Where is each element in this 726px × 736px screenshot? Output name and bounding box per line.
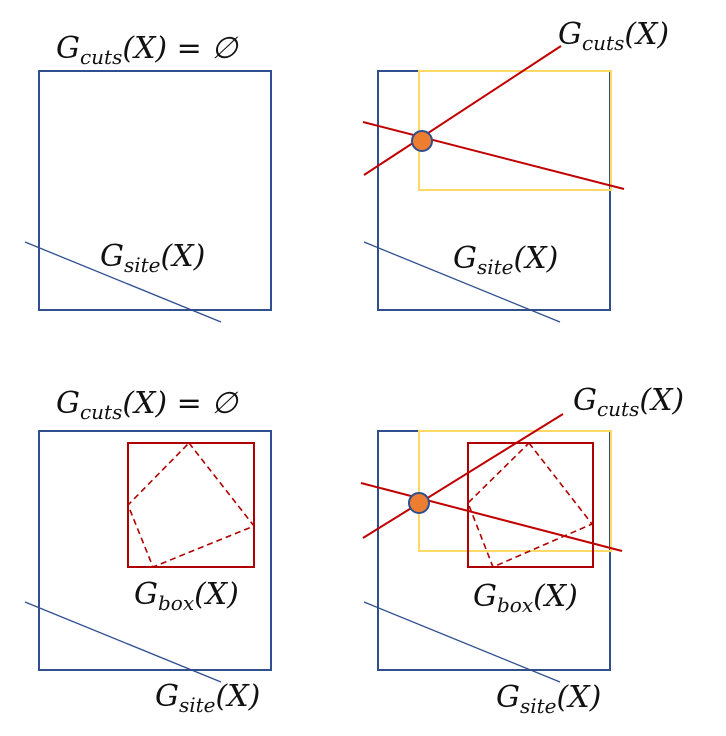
cut-line-2	[360, 482, 623, 552]
label-cuts-empty: Gcuts(X) = ∅	[56, 31, 239, 69]
site-line	[363, 601, 561, 683]
cut-region-box	[418, 70, 612, 191]
site-line	[24, 601, 222, 683]
intersection-point	[411, 130, 433, 152]
panel-bottom-left: Gcuts(X) = ∅ Gbox(X) Gsite(X)	[24, 386, 272, 717]
panel-bottom-right: Gcuts(X) Gbox(X) Gsite(X)	[360, 383, 684, 718]
cut-line-2	[362, 121, 625, 190]
label-cuts: Gcuts(X)	[573, 383, 684, 421]
label-site: Gsite(X)	[100, 239, 205, 277]
site-box	[38, 70, 272, 311]
label-box: Gbox(X)	[473, 579, 578, 617]
cut-region-box	[418, 430, 612, 552]
label-cuts: Gcuts(X)	[558, 17, 669, 55]
rotated-box-dashed	[127, 441, 256, 569]
site-box	[38, 430, 272, 671]
panel-top-left: Gcuts(X) = ∅ Gsite(X)	[24, 31, 272, 323]
site-line	[24, 241, 222, 323]
label-box: Gbox(X)	[134, 577, 239, 615]
cut-line-1	[363, 45, 562, 176]
rotated-box-dashed	[467, 441, 594, 569]
panel-top-right: Gcuts(X) Gsite(X)	[362, 17, 669, 323]
label-site: Gsite(X)	[155, 679, 260, 717]
label-site: Gsite(X)	[453, 241, 558, 279]
bounding-box	[467, 442, 594, 568]
label-site: Gsite(X)	[496, 680, 601, 718]
label-cuts-empty: Gcuts(X) = ∅	[56, 386, 239, 424]
cut-line-1	[362, 413, 564, 539]
site-line	[363, 241, 561, 323]
bounding-box	[127, 442, 255, 568]
intersection-point	[408, 492, 430, 514]
